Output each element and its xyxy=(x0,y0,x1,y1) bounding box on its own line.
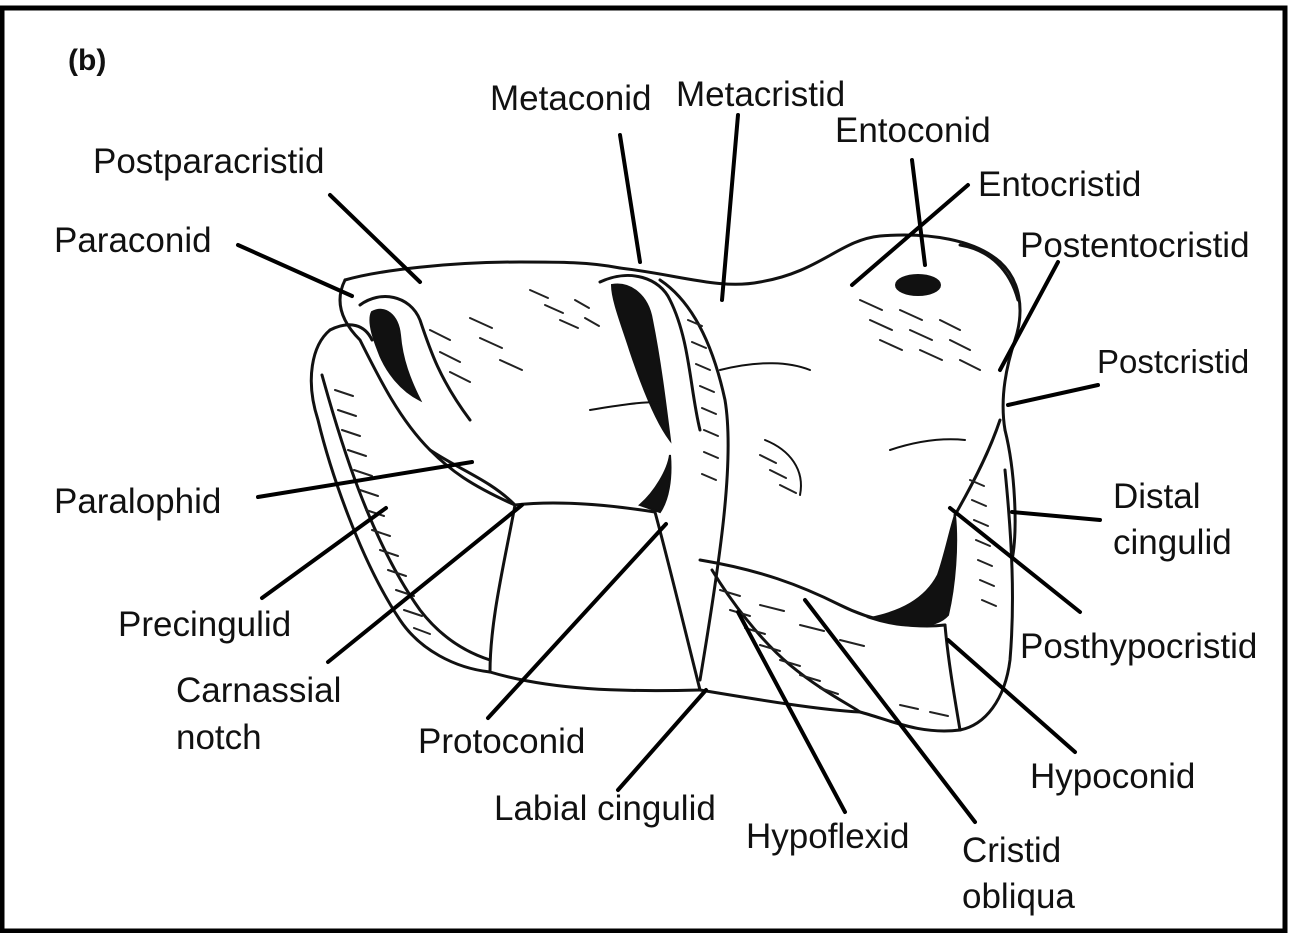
panel-label: (b) xyxy=(68,44,106,77)
label-entocristid: Entocristid xyxy=(978,165,1141,204)
label-labial-cingulid: Labial cingulid xyxy=(494,789,716,828)
label-protoconid: Protoconid xyxy=(418,722,585,761)
label-postparacristid: Postparacristid xyxy=(93,142,324,181)
label-cristid-obliqua-2: obliqua xyxy=(962,877,1075,916)
label-metaconid: Metaconid xyxy=(490,79,651,118)
label-hypoflexid: Hypoflexid xyxy=(746,817,909,856)
label-distal-cingulid-1: Distal xyxy=(1113,477,1201,516)
label-paralophid: Paralophid xyxy=(54,482,221,521)
label-postentocristid: Postentocristid xyxy=(1020,226,1250,265)
label-hypoconid: Hypoconid xyxy=(1030,757,1195,796)
label-distal-cingulid-2: cingulid xyxy=(1113,523,1232,562)
label-entoconid: Entoconid xyxy=(835,111,991,150)
label-metacristid: Metacristid xyxy=(676,75,845,114)
label-cristid-obliqua-1: Cristid xyxy=(962,831,1061,870)
label-posthypocristid: Posthypocristid xyxy=(1020,627,1257,666)
label-paraconid: Paraconid xyxy=(54,221,212,260)
label-carnassial-notch-2: notch xyxy=(176,718,262,757)
label-carnassial-notch-1: Carnassial xyxy=(176,671,341,710)
label-precingulid: Precingulid xyxy=(118,605,291,644)
label-postcristid: Postcristid xyxy=(1097,343,1249,380)
